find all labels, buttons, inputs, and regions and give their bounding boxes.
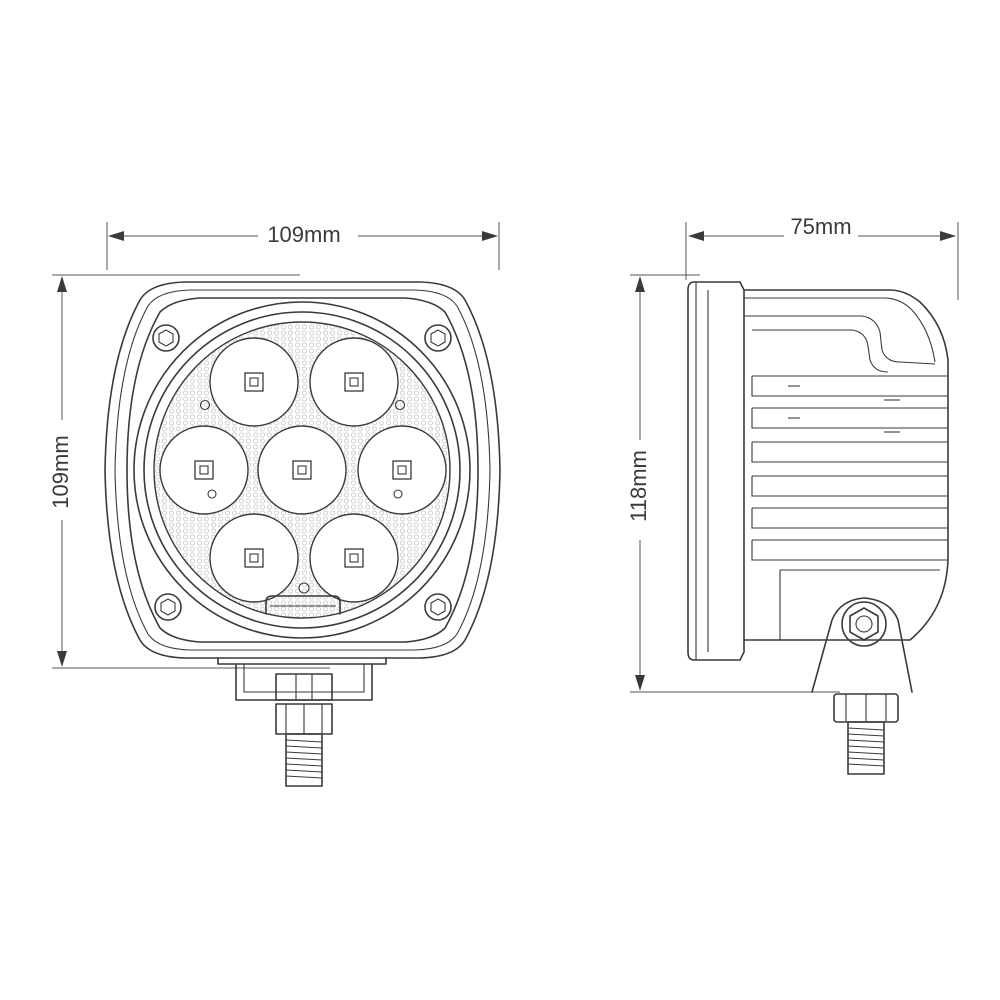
led-top-left — [209, 337, 299, 427]
side-height-dimension: 118mm — [626, 274, 840, 693]
cooling-fins — [751, 375, 948, 561]
led-bottom-right — [309, 513, 399, 603]
front-height-label: 109mm — [48, 435, 73, 508]
screw-bottom-left — [154, 593, 182, 621]
led-center — [257, 425, 347, 515]
front-housing — [104, 281, 501, 659]
side-mounting-bracket — [811, 597, 913, 693]
front-view: 109mm 109mm — [48, 222, 501, 787]
lens-bottom-tab — [265, 595, 341, 615]
side-bezel — [687, 281, 745, 661]
front-mounting-bracket — [217, 657, 387, 701]
led-bottom-left — [209, 513, 299, 603]
side-height-label: 118mm — [626, 450, 651, 522]
front-width-dimension: 109mm — [106, 222, 500, 270]
side-heatsink-body — [743, 289, 949, 641]
side-depth-label: 75mm — [790, 214, 851, 239]
side-view: 75mm 118mm — [626, 214, 959, 775]
side-depth-dimension: 75mm — [685, 214, 959, 300]
led-array — [159, 337, 447, 603]
front-width-label: 109mm — [267, 222, 340, 247]
side-mounting-bolt — [833, 693, 899, 775]
screw-top-right — [424, 324, 452, 352]
led-middle-left — [159, 425, 249, 515]
screw-top-left — [152, 324, 180, 352]
led-middle-right — [357, 425, 447, 515]
led-top-right — [309, 337, 399, 427]
screw-bottom-right — [424, 593, 452, 621]
front-mounting-bolt — [275, 703, 333, 787]
front-height-dimension: 109mm — [48, 274, 330, 669]
